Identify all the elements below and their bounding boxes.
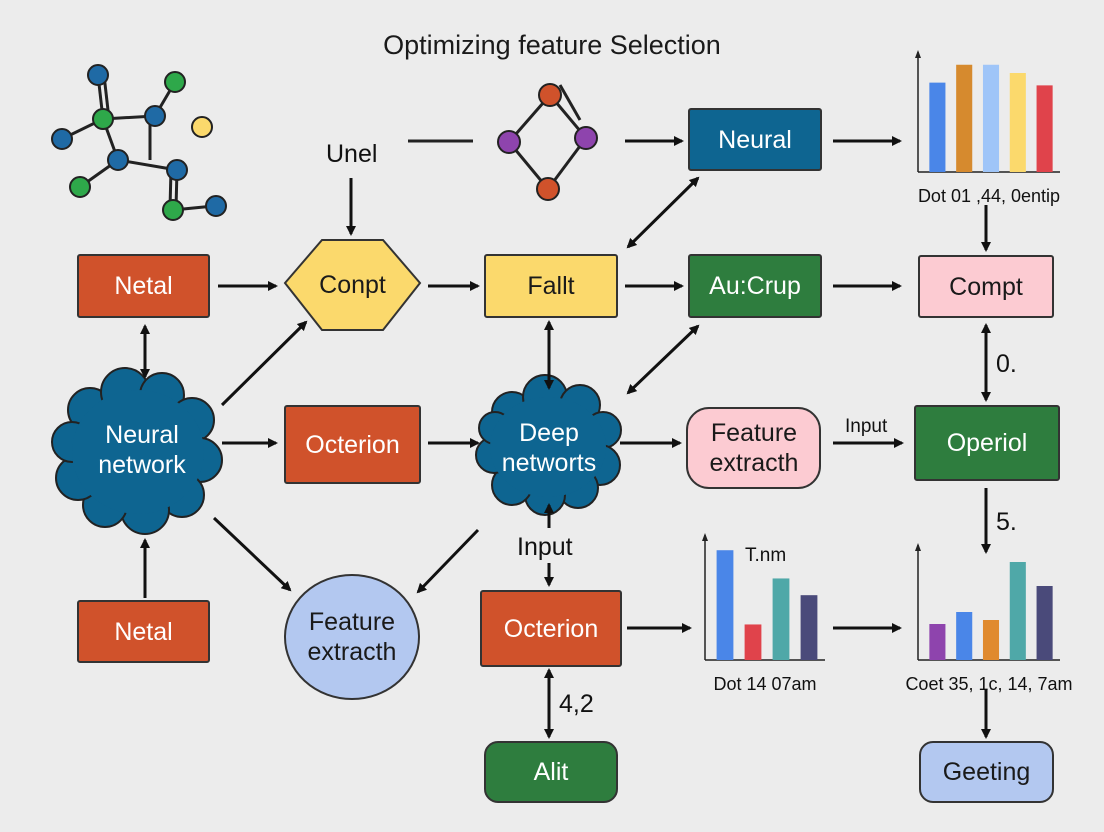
chart-2-bar-3 [1009, 562, 1026, 660]
node-octerion-bottom[interactable]: Octerion [480, 590, 622, 667]
network-graph-nodes [51, 64, 227, 221]
node-netal-top[interactable]: Netal [77, 254, 210, 318]
label-unel: Unel [326, 140, 378, 168]
chart-0-bar-4 [1036, 85, 1053, 172]
chart-0-x-label: Dot 01 ,44, 0entip [918, 186, 1060, 206]
connector-arrows [140, 136, 991, 739]
chart-2-bar-4 [1036, 586, 1053, 660]
node-feature-extract-ellipse[interactable]: Feature extracth [307, 608, 397, 666]
chart-0-bar-3 [1009, 73, 1026, 172]
chart-1-bar-1 [744, 624, 762, 660]
bar-chart-bottom-right: Coet 35, 1c, 14, 7am [905, 543, 1073, 694]
deep-networks-cloud-shape [475, 374, 622, 516]
label-zero: 0. [996, 350, 1017, 378]
node-octerion-mid[interactable]: Octerion [284, 405, 421, 484]
chart-2-x-label: Coet 35, 1c, 14, 7am [905, 674, 1072, 694]
chart-1-axis-arrow [702, 533, 708, 541]
chart-0-axis-arrow [915, 50, 921, 58]
chart-0-bar-2 [982, 64, 1000, 172]
node-compt-right[interactable]: Compt [918, 255, 1054, 318]
node-aucrup[interactable]: Au:Crup [688, 254, 822, 318]
compt-hex-shape [283, 239, 422, 331]
chart-1-x-label: Dot 14 07am [713, 674, 816, 694]
node-neural-top[interactable]: Neural [688, 108, 822, 171]
node-operiol[interactable]: Operiol [914, 405, 1060, 481]
chart-0-bar-0 [929, 82, 946, 172]
label-input-right: Input [845, 416, 888, 437]
diagram-title: Optimizing feature Selection [383, 30, 721, 60]
node-geeting[interactable]: Geeting [919, 741, 1054, 803]
chart-2-bar-1 [956, 612, 973, 660]
chart-2-axis-arrow [915, 543, 921, 551]
chart-0-bar-1 [956, 64, 973, 172]
node-alit[interactable]: Alit [484, 741, 618, 803]
node-feature-extract-pill[interactable]: Feature extracth [709, 419, 799, 477]
node-fallt[interactable]: Fallt [484, 254, 618, 318]
feature-extract-pill-shape [686, 407, 821, 489]
feature-extract-ellipse-shape [284, 574, 420, 700]
bar-chart-top-right: Dot 01 ,44, 0entip [915, 50, 1060, 206]
chart-1-bar-0 [716, 550, 734, 660]
chart-1-bar-2 [772, 578, 790, 660]
chart-2-bar-0 [929, 624, 946, 660]
diamond-graph-icon [408, 83, 598, 201]
label-tnm: T.nm [745, 545, 787, 566]
neural-network-cloud-shape [51, 367, 223, 535]
node-netal-bottom[interactable]: Netal [77, 600, 210, 663]
label-five: 5. [996, 508, 1017, 536]
chart-1-bar-3 [800, 595, 818, 660]
label-input-center: Input [517, 533, 573, 561]
node-deep-networks[interactable]: Deep networts [501, 419, 597, 477]
node-neural-network[interactable]: Neural network [98, 421, 186, 479]
node-compt-hex[interactable]: Conpt [319, 271, 386, 299]
bar-chart-bottom-center: Dot 14 07am [702, 533, 825, 694]
label-four-two: 4,2 [559, 690, 594, 718]
chart-2-bar-2 [982, 620, 1000, 660]
